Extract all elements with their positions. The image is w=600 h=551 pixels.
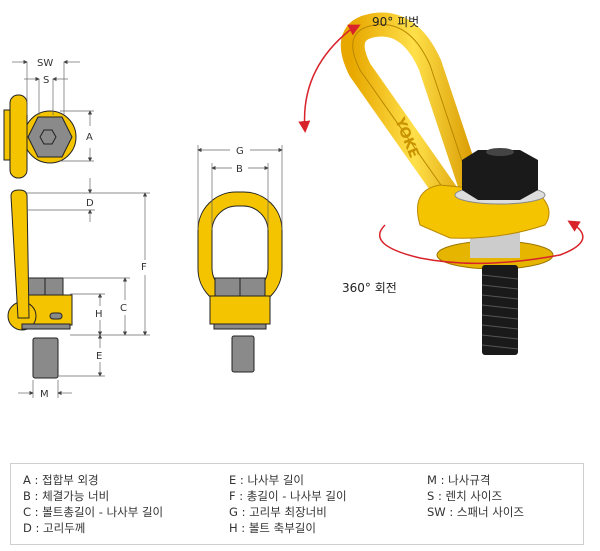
legend-item: B : 체결가능 너비 — [23, 489, 110, 503]
dim-label-d: D — [86, 198, 94, 209]
rotate-caption: 360° 회전 — [342, 281, 397, 295]
dim-label-b: B — [236, 164, 243, 175]
front-view — [197, 191, 283, 373]
legend-item: C : 볼트총길이 - 나사부 길이 — [23, 505, 164, 519]
dim-label-s: S — [43, 75, 49, 86]
top-view — [3, 94, 77, 179]
dim-label-e: E — [96, 351, 102, 362]
front-dimensions — [197, 145, 283, 230]
dim-label-f: F — [141, 262, 147, 273]
legend-item: A : 접합부 외경 — [23, 473, 99, 487]
dim-label-g: G — [236, 146, 244, 157]
legend-column-2: E : 나사부 길이 F : 총길이 - 나사부 길이 G : 고리부 최장너비… — [229, 472, 347, 536]
legend-column-1: A : 접합부 외경 B : 체결가능 너비 C : 볼트총길이 - 나사부 길… — [23, 472, 163, 536]
technical-drawing: SW S A D F C H E M — [3, 12, 584, 400]
legend-item: E : 나사부 길이 — [229, 473, 305, 487]
legend-item: SW : 스패너 사이즈 — [427, 505, 524, 519]
dim-label-c: C — [120, 303, 127, 314]
dim-label-m: M — [40, 389, 49, 400]
legend-item: M : 나사규격 — [427, 473, 491, 487]
pivot-arrow-icon — [298, 29, 351, 133]
legend-item: H : 볼트 축부길이 — [229, 521, 316, 535]
dim-label-h: H — [95, 309, 103, 320]
legend-box: A : 접합부 외경 B : 체결가능 너비 C : 볼트총길이 - 나사부 길… — [10, 463, 584, 545]
legend-item: S : 렌치 사이즈 — [427, 489, 503, 503]
pivot-caption: 90° 피벗 — [372, 15, 419, 29]
rotate-arrow-icon — [379, 220, 584, 265]
legend-item: G : 고리부 최장너비 — [229, 505, 327, 519]
dim-label-sw: SW — [37, 58, 53, 69]
side-dimensions — [18, 178, 150, 398]
side-view — [7, 189, 73, 379]
legend-item: F : 총길이 - 나사부 길이 — [229, 489, 347, 503]
legend-column-3: M : 나사규격 S : 렌치 사이즈 SW : 스패너 사이즈 — [427, 472, 524, 520]
product-photo: YOKE — [340, 12, 554, 355]
top-dimensions — [12, 59, 94, 162]
legend-item: D : 고리두께 — [23, 521, 86, 535]
dim-label-a: A — [86, 132, 93, 143]
